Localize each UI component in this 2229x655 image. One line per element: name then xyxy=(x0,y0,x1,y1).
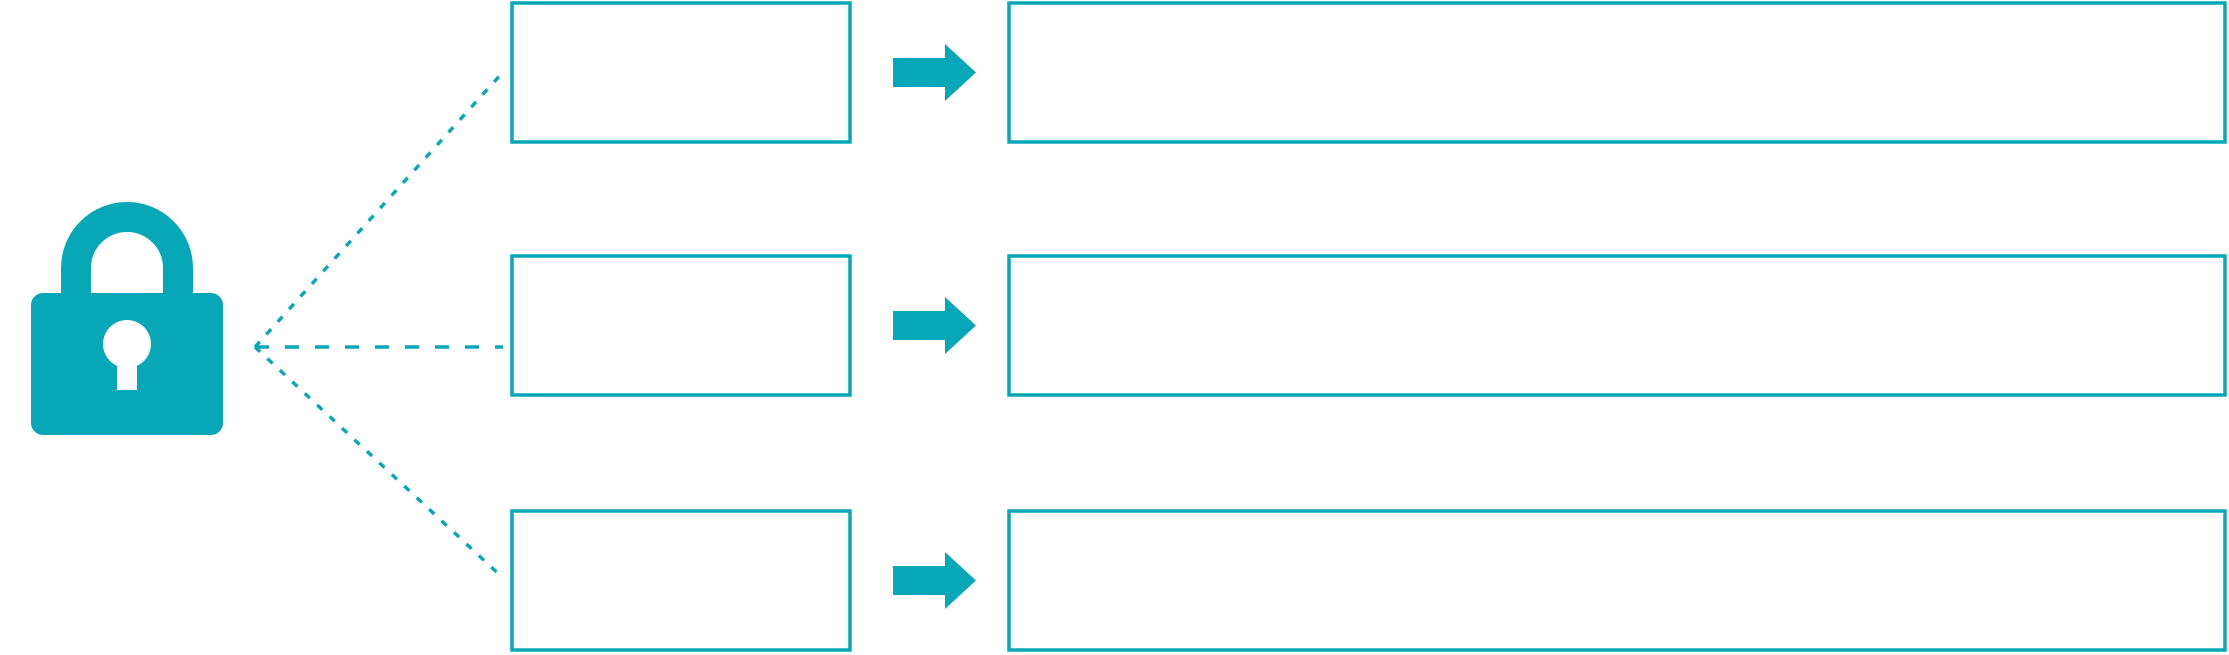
lock-icon xyxy=(31,202,223,435)
arrow-right-icon-row-2 xyxy=(893,297,976,354)
right-box-label-row-3 xyxy=(1009,511,2225,650)
left-box-row-3[interactable] xyxy=(512,511,850,650)
right-box-outline-row-1 xyxy=(1007,1,2227,144)
right-box-row-2[interactable] xyxy=(1009,256,2225,395)
arrow-right-row-1[interactable] xyxy=(893,44,976,101)
connector-line-row-3 xyxy=(253,345,505,580)
left-box-outline-row-3 xyxy=(510,509,852,652)
connector-line-row-1 xyxy=(253,70,505,349)
right-box-outline-row-2 xyxy=(1007,254,2227,397)
right-box-label-row-2 xyxy=(1009,256,2225,395)
left-box-outline-row-2 xyxy=(510,254,852,397)
left-box-outline-row-1 xyxy=(510,1,852,144)
right-box-row-1[interactable] xyxy=(1009,3,2225,142)
right-box-row-3[interactable] xyxy=(1009,511,2225,650)
source-lock-node[interactable] xyxy=(31,215,223,435)
left-box-label-row-3 xyxy=(512,511,850,650)
arrow-right-row-2[interactable] xyxy=(893,297,976,354)
left-box-label-row-2 xyxy=(512,256,850,395)
right-box-outline-row-3 xyxy=(1007,509,2227,652)
arrow-right-icon-row-3 xyxy=(893,552,976,609)
left-box-row-2[interactable] xyxy=(512,256,850,395)
connector-lines xyxy=(253,70,505,580)
left-box-label-row-1 xyxy=(512,3,850,142)
arrow-right-icon-row-1 xyxy=(893,44,976,101)
left-box-row-1[interactable] xyxy=(512,3,850,142)
arrow-right-row-3[interactable] xyxy=(893,552,976,609)
right-box-label-row-1 xyxy=(1009,3,2225,142)
